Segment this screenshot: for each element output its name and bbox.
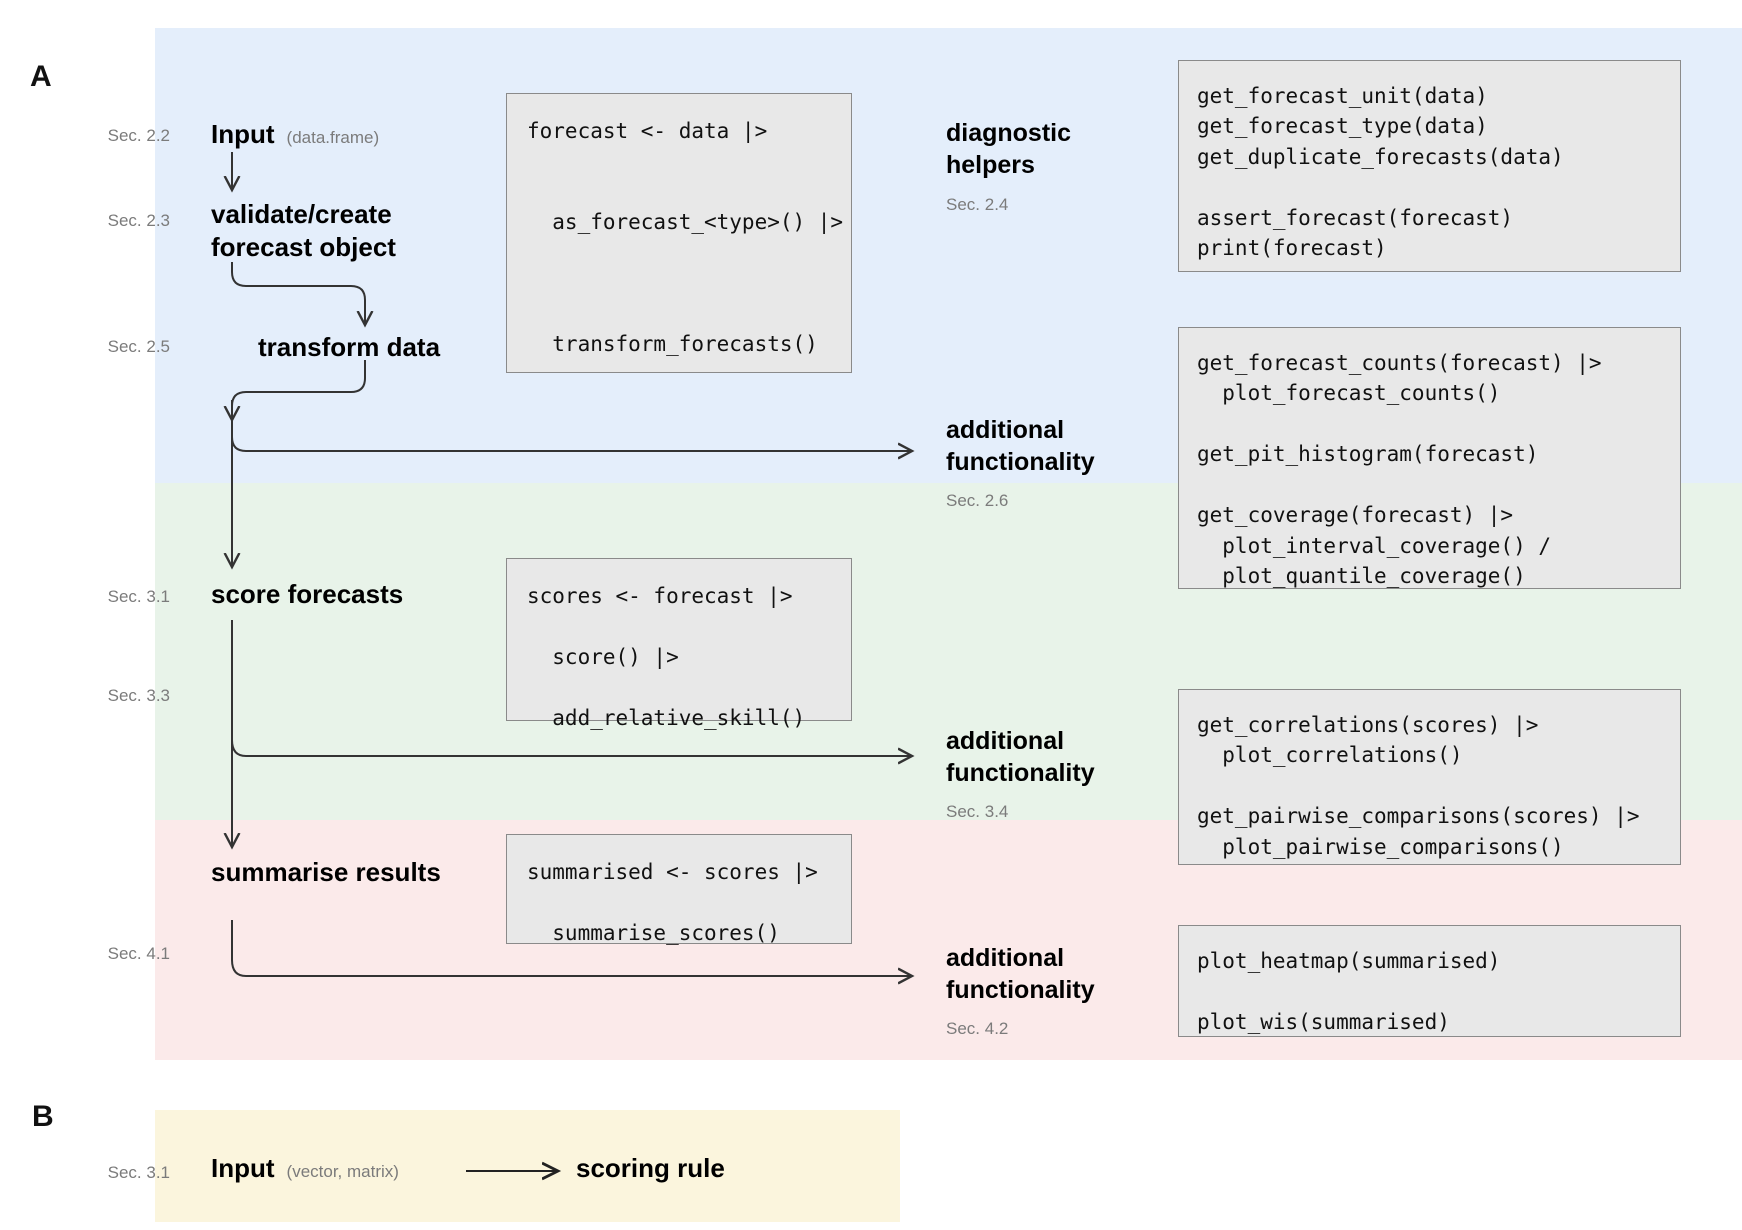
sec-label-4-2: Sec. 4.2: [946, 1019, 1009, 1038]
panel-b-label: B: [32, 1100, 54, 1133]
step-score-forecasts: score forecasts: [211, 579, 404, 609]
code-box-diagnostics: get_forecast_unit(data) get_forecast_typ…: [1178, 60, 1681, 272]
sec-label-3-4: Sec. 3.4: [946, 802, 1009, 821]
step-input: Input (data.frame): [211, 118, 379, 151]
sec-label-2-4: Sec. 2.4: [946, 195, 1009, 214]
band-panel-b: [155, 1110, 900, 1222]
heading-additional-functionality-2-6: additional functionality: [946, 416, 1095, 476]
sec-label-2-3: Sec. 2.3: [107, 211, 170, 230]
heading-diagnostic-helpers: diagnostic helpers: [946, 119, 1072, 179]
step-input-title: Input: [211, 119, 275, 149]
sec-label-panel-b-3-1: Sec. 3.1: [107, 1163, 170, 1182]
step-input-subtitle: (data.frame): [286, 128, 380, 147]
panel-a-label: A: [30, 60, 52, 93]
step-summarise-results: summarise results: [211, 857, 441, 887]
sec-label-2-6: Sec. 2.6: [946, 491, 1009, 510]
heading-additional-functionality-4-2: additional functionality: [946, 944, 1095, 1004]
panel-b-scoring-rule: scoring rule: [576, 1153, 725, 1183]
heading-additional-functionality-3-4: additional functionality: [946, 727, 1095, 787]
code-box-forecast-pipeline: forecast <- data |> as_forecast_<type>()…: [506, 93, 852, 373]
code-box-additional-4-2: plot_heatmap(summarised) plot_wis(summar…: [1178, 925, 1681, 1037]
sec-label-2-2: Sec. 2.2: [107, 126, 170, 145]
panel-b-input: Input (vector, matrix): [211, 1152, 399, 1185]
panel-b-input-title: Input: [211, 1153, 275, 1183]
sec-label-4-1: Sec. 4.1: [107, 944, 170, 963]
step-validate-create-forecast-object: validate/create forecast object: [211, 199, 396, 262]
sec-label-3-1: Sec. 3.1: [107, 587, 170, 606]
code-box-additional-3-4: get_correlations(scores) |> plot_correla…: [1178, 689, 1681, 865]
sec-label-3-3: Sec. 3.3: [107, 686, 170, 705]
sec-label-2-5: Sec. 2.5: [107, 337, 170, 356]
code-box-score-pipeline: scores <- forecast |> score() |> add_rel…: [506, 558, 852, 730]
panel-b-input-subtitle: (vector, matrix): [286, 1162, 399, 1181]
step-transform-data: transform data: [258, 332, 441, 362]
code-box-summarise-pipeline: summarised <- scores |> summarise_scores…: [506, 834, 852, 945]
code-box-additional-2-6: get_forecast_counts(forecast) |> plot_fo…: [1178, 327, 1681, 589]
